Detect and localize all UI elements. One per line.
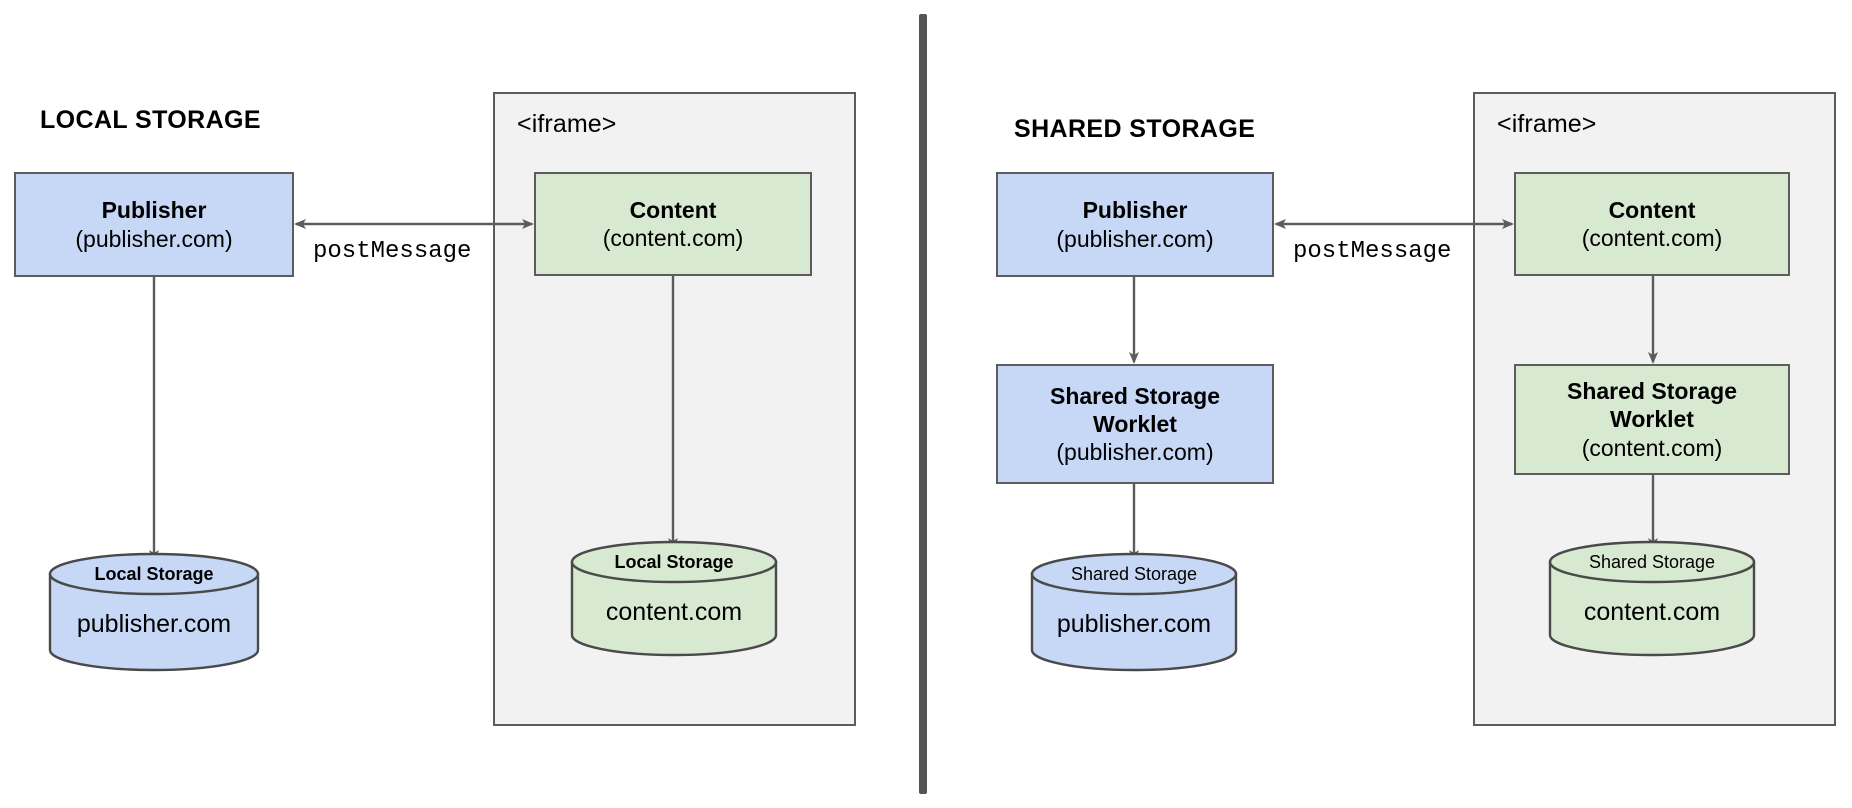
node-content-left-title: Content bbox=[629, 196, 717, 223]
iframe-label-right: <iframe> bbox=[1497, 110, 1597, 138]
node-worklet-content-subtitle: (content.com) bbox=[1581, 434, 1723, 461]
store-local-content[interactable]: Local Storage content.com bbox=[570, 540, 778, 657]
node-worklet-publisher[interactable]: Shared Storage Worklet (publisher.com) bbox=[996, 364, 1274, 484]
node-publisher-right-title: Publisher bbox=[1082, 197, 1188, 224]
center-divider bbox=[919, 14, 927, 794]
store-shared-content[interactable]: Shared Storage content.com bbox=[1548, 540, 1756, 657]
store-local-publisher[interactable]: Local Storage publisher.com bbox=[48, 552, 260, 672]
postmessage-label-left: postMessage bbox=[313, 238, 472, 265]
store-shared-publisher-origin: publisher.com bbox=[1056, 610, 1212, 638]
node-publisher-right-subtitle: (publisher.com) bbox=[1056, 225, 1214, 252]
store-local-content-kind: Local Storage bbox=[614, 552, 734, 572]
node-worklet-publisher-title: Shared Storage Worklet bbox=[1050, 382, 1220, 437]
node-worklet-content[interactable]: Shared Storage Worklet (content.com) bbox=[1514, 364, 1790, 475]
node-publisher-left[interactable]: Publisher (publisher.com) bbox=[14, 172, 294, 277]
iframe-label-left: <iframe> bbox=[517, 110, 617, 138]
node-content-left[interactable]: Content (content.com) bbox=[534, 172, 812, 276]
node-publisher-right[interactable]: Publisher (publisher.com) bbox=[996, 172, 1274, 277]
store-shared-content-origin: content.com bbox=[1583, 598, 1721, 626]
store-shared-publisher-kind: Shared Storage bbox=[1070, 564, 1198, 584]
store-local-content-origin: content.com bbox=[605, 598, 743, 626]
store-local-publisher-origin: publisher.com bbox=[76, 610, 232, 638]
node-publisher-left-title: Publisher bbox=[101, 197, 207, 224]
node-worklet-publisher-subtitle: (publisher.com) bbox=[1056, 439, 1214, 466]
postmessage-label-right: postMessage bbox=[1293, 238, 1452, 265]
store-shared-content-kind: Shared Storage bbox=[1588, 552, 1716, 572]
node-content-right-subtitle: (content.com) bbox=[1581, 225, 1723, 251]
store-shared-publisher[interactable]: Shared Storage publisher.com bbox=[1030, 552, 1238, 672]
store-local-publisher-kind: Local Storage bbox=[94, 564, 214, 584]
node-publisher-left-subtitle: (publisher.com) bbox=[75, 225, 233, 252]
section-title-local-storage: LOCAL STORAGE bbox=[40, 106, 261, 134]
section-title-shared-storage: SHARED STORAGE bbox=[1014, 115, 1256, 143]
node-content-left-subtitle: (content.com) bbox=[602, 225, 744, 251]
node-content-right-title: Content bbox=[1608, 196, 1696, 223]
node-content-right[interactable]: Content (content.com) bbox=[1514, 172, 1790, 276]
node-worklet-content-title: Shared Storage Worklet bbox=[1567, 378, 1737, 433]
